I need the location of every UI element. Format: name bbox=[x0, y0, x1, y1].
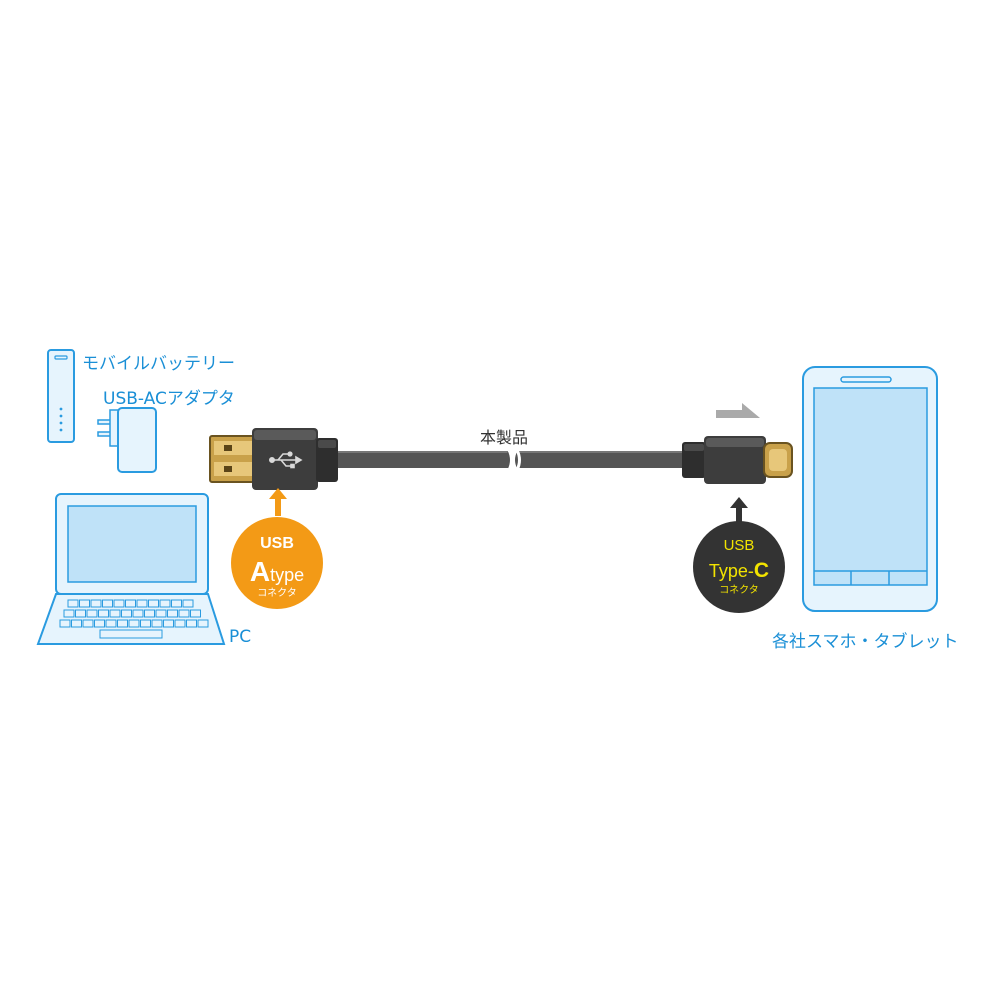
laptop-key bbox=[113, 599, 125, 608]
usb-a-connector bbox=[209, 428, 338, 490]
laptop-key bbox=[79, 599, 90, 608]
badge-c-sub: コネクタ bbox=[719, 584, 759, 596]
laptop-key bbox=[144, 609, 155, 618]
badge-a-letter: A bbox=[250, 556, 270, 587]
laptop-key bbox=[151, 619, 163, 628]
ac-adapter-label: USB-ACアダプタ bbox=[103, 389, 235, 409]
laptop-key bbox=[94, 619, 105, 628]
laptop-key bbox=[148, 599, 159, 608]
pc-label: PC bbox=[229, 627, 252, 647]
ac-adapter-icon bbox=[97, 407, 157, 473]
laptop-key bbox=[109, 609, 121, 618]
badge-a-sub: コネクタ bbox=[257, 587, 297, 599]
product-label: 本製品 bbox=[480, 428, 529, 447]
laptop-key bbox=[98, 609, 109, 618]
laptop-key bbox=[59, 619, 71, 628]
usb-c-badge: USB Type-C コネクタ bbox=[693, 521, 785, 613]
up-arrow-icon bbox=[730, 497, 748, 524]
laptop-key bbox=[174, 619, 186, 628]
laptop-key bbox=[125, 599, 136, 608]
laptop-key bbox=[155, 609, 167, 618]
usb-a-badge: USB Atype コネクタ bbox=[231, 517, 323, 609]
laptop-key bbox=[163, 619, 174, 628]
laptop-key bbox=[136, 599, 148, 608]
laptop-key bbox=[90, 599, 102, 608]
laptop-icon bbox=[36, 493, 226, 645]
badge-a-type: type bbox=[270, 565, 304, 585]
usb-c-connector bbox=[682, 436, 793, 484]
laptop-key bbox=[102, 599, 113, 608]
laptop-key bbox=[86, 609, 98, 618]
laptop-key bbox=[171, 599, 182, 608]
smartphone-icon bbox=[802, 366, 938, 612]
laptop-key bbox=[197, 619, 209, 628]
usb-symbol-icon bbox=[268, 451, 303, 469]
laptop-key bbox=[182, 599, 194, 608]
laptop-key bbox=[105, 619, 117, 628]
mobile-battery-icon bbox=[47, 349, 75, 443]
badge-c-type: Type- bbox=[709, 561, 754, 581]
mobile-battery-label: モバイルバッテリー bbox=[82, 354, 235, 374]
badge-a-line1: USB bbox=[260, 535, 294, 552]
laptop-key bbox=[71, 619, 82, 628]
svg-text:Atype: Atype bbox=[250, 556, 304, 587]
laptop-key bbox=[63, 609, 75, 618]
laptop-key bbox=[128, 619, 140, 628]
laptop-key bbox=[132, 609, 144, 618]
laptop-key bbox=[190, 609, 201, 618]
laptop-key bbox=[117, 619, 128, 628]
usb-cable bbox=[336, 449, 682, 471]
smartphone-tablet-label: 各社スマホ・タブレット bbox=[772, 632, 959, 652]
badge-c-line1: USB bbox=[724, 537, 755, 554]
laptop-key bbox=[82, 619, 94, 628]
laptop-key bbox=[167, 609, 178, 618]
right-arrow-icon bbox=[716, 403, 760, 418]
laptop-key bbox=[140, 619, 151, 628]
laptop-key bbox=[121, 609, 132, 618]
laptop-key bbox=[159, 599, 171, 608]
badge-c-letter: C bbox=[754, 559, 769, 582]
laptop-key bbox=[186, 619, 197, 628]
laptop-key bbox=[178, 609, 190, 618]
svg-text:Type-C: Type-C bbox=[709, 559, 769, 582]
laptop-key bbox=[75, 609, 86, 618]
up-arrow-icon bbox=[269, 488, 287, 516]
laptop-key bbox=[67, 599, 79, 608]
